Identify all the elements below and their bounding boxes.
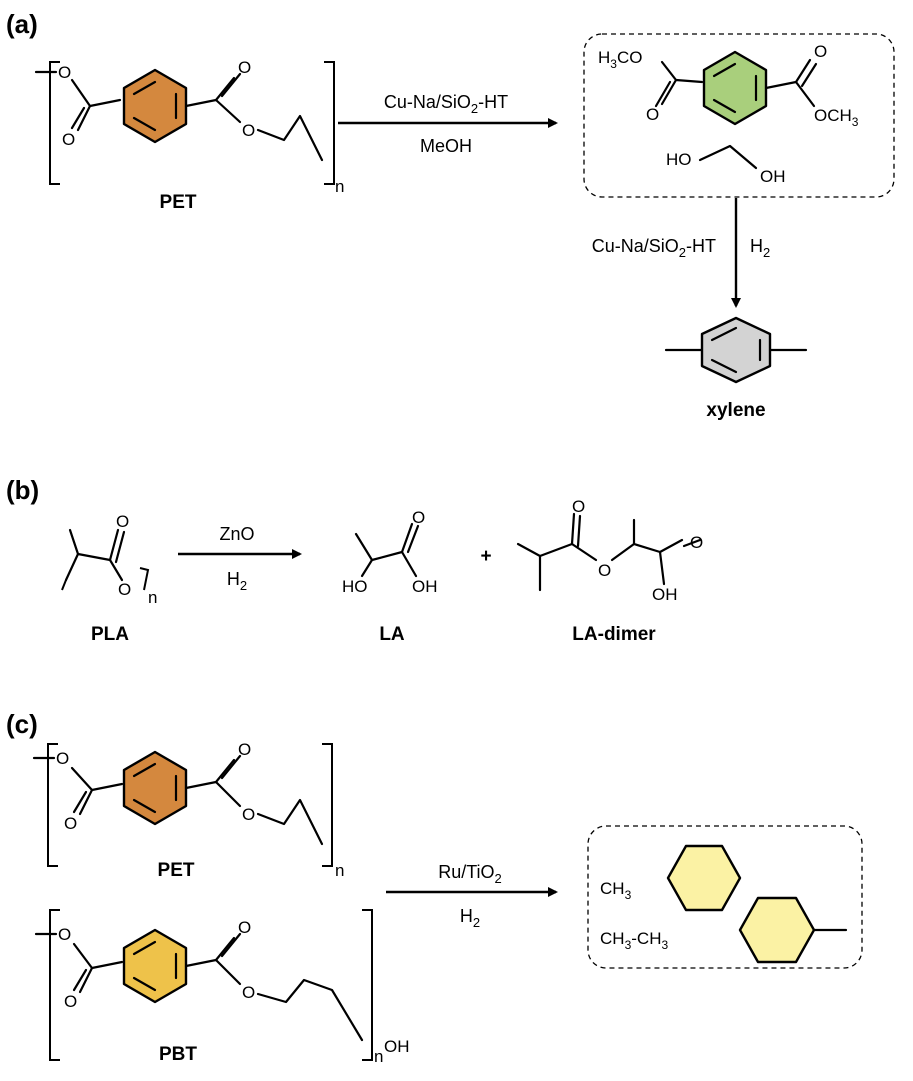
svg-text:n: n xyxy=(335,861,344,880)
product-box-c xyxy=(587,825,863,969)
svg-text:O: O xyxy=(62,130,75,149)
svg-text:O: O xyxy=(64,814,77,833)
la-dimer-label: LA-dimer xyxy=(572,624,656,645)
conditions-a-top: Cu-Na/SiO2-HT xyxy=(384,92,508,116)
svg-text:OH: OH xyxy=(652,585,678,604)
pbt-structure: O O O O n OH PBT xyxy=(34,909,410,1066)
pet-c-ring-icon xyxy=(122,750,188,826)
svg-text:O: O xyxy=(242,805,255,824)
pet-label-a: PET xyxy=(160,192,197,213)
conditions-a-down-left: Cu-Na/SiO2-HT xyxy=(592,236,716,260)
cyclohexane-icon xyxy=(666,844,742,912)
panel-c-label: (c) xyxy=(6,709,38,739)
svg-text:OH: OH xyxy=(412,577,438,596)
pet-structure-a: O O O O n PET xyxy=(34,58,344,213)
svg-text:OH: OH xyxy=(760,167,786,186)
conditions-c-top: Ru/TiO2 xyxy=(438,862,502,886)
svg-text:O: O xyxy=(118,580,131,599)
svg-text:O: O xyxy=(690,533,703,552)
svg-text:O: O xyxy=(64,992,77,1011)
pet-label-c: PET xyxy=(158,860,195,881)
conditions-a-bottom: MeOH xyxy=(420,136,472,156)
svg-text:O: O xyxy=(412,508,425,527)
pbt-end-oh: OH xyxy=(384,1037,410,1056)
la-label: LA xyxy=(379,624,405,645)
pbt-ring-icon xyxy=(122,928,188,1004)
conditions-a-down-right: H2 xyxy=(750,236,770,260)
pet-structure-c: O O O O n PET xyxy=(32,740,344,881)
pla-structure: O O n PLA xyxy=(61,512,157,645)
svg-text:O: O xyxy=(242,983,255,1002)
svg-text:O: O xyxy=(58,925,71,944)
svg-text:O: O xyxy=(814,42,827,61)
conditions-b-top: ZnO xyxy=(219,524,254,544)
pet-ring-icon xyxy=(122,68,188,144)
methylcyclohexane-icon xyxy=(738,896,816,964)
svg-text:OCH3: OCH3 xyxy=(814,106,859,129)
product-molecules-c: CH3 CH3-CH3 xyxy=(600,844,848,964)
svg-text:O: O xyxy=(242,121,255,140)
pla-label: PLA xyxy=(91,624,129,645)
methane-label: CH3 xyxy=(600,879,632,902)
pbt-label: PBT xyxy=(159,1044,197,1065)
conditions-b-bottom: H2 xyxy=(227,569,247,593)
intermediate-box xyxy=(583,33,895,198)
svg-text:O: O xyxy=(646,105,659,124)
svg-text:n: n xyxy=(335,177,344,196)
svg-text:O: O xyxy=(598,561,611,580)
svg-text:H3CO: H3CO xyxy=(598,48,642,71)
xylene-ring-icon xyxy=(700,316,772,384)
svg-text:HO: HO xyxy=(666,150,692,169)
plus-sign: + xyxy=(480,546,491,567)
ethane-label: CH3-CH3 xyxy=(600,929,668,952)
intermediate-ring-icon xyxy=(702,50,768,126)
xylene-structure: xylene xyxy=(664,316,808,421)
svg-text:O: O xyxy=(238,58,251,77)
svg-text:O: O xyxy=(572,497,585,516)
la-dimer-structure: O O O OH LA-dimer xyxy=(516,497,703,645)
svg-text:O: O xyxy=(56,749,69,768)
panel-b-label: (b) xyxy=(6,475,39,505)
svg-text:n: n xyxy=(148,588,157,607)
svg-text:O: O xyxy=(238,740,251,759)
panel-a-label: (a) xyxy=(6,9,38,39)
svg-text:HO: HO xyxy=(342,577,368,596)
svg-text:n: n xyxy=(374,1047,383,1066)
ethylene-glycol: HO OH xyxy=(666,144,786,186)
conditions-c-bottom: H2 xyxy=(460,906,480,930)
svg-text:O: O xyxy=(238,918,251,937)
lactic-acid-structure: HO O OH LA xyxy=(342,508,438,645)
svg-text:O: O xyxy=(58,63,71,82)
xylene-label: xylene xyxy=(706,400,765,421)
svg-text:O: O xyxy=(116,512,129,531)
dimethyl-terephthalate: H3CO O O OCH3 xyxy=(598,42,859,129)
